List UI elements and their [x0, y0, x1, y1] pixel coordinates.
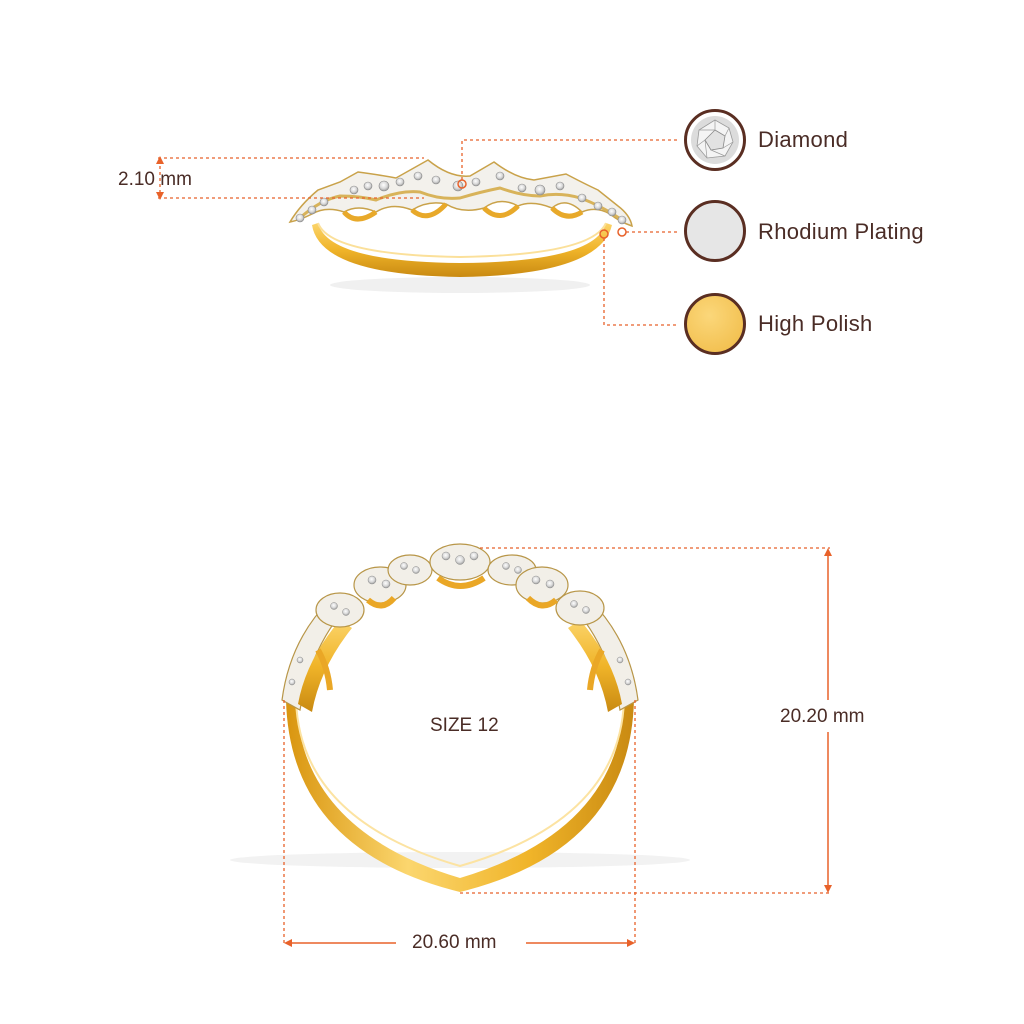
legend-label-rhodium-plating: Rhodium Plating	[758, 219, 924, 244]
height-dimension-lines	[158, 157, 424, 199]
ring-width-label: 20.60 mm	[412, 932, 497, 953]
legend-label-high-polish: High Polish	[758, 311, 873, 336]
band-height-label: 2.10 mm	[118, 169, 192, 190]
diamond-swatch-icon	[684, 109, 746, 171]
ring-front-view	[230, 543, 690, 892]
ring-height-label: 20.20 mm	[780, 706, 865, 727]
ring-side-view	[288, 159, 633, 293]
legend-label-diamond: Diamond	[758, 127, 849, 152]
high-polish-swatch-icon	[684, 293, 746, 355]
ring-size-label: SIZE 12	[430, 715, 499, 736]
front-dimension-lines	[283, 547, 830, 946]
rhodium-swatch-icon	[684, 200, 746, 262]
legend-leader-lines	[461, 139, 678, 326]
